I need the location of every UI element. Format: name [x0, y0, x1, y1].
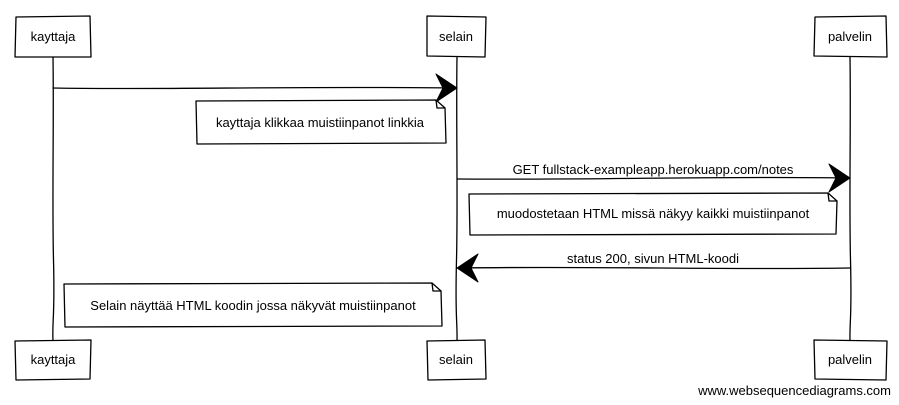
note-server-builds-text: muodostetaan HTML missä näkyy kaikki mui… [497, 206, 810, 221]
lifeline-kayttaja [52, 56, 55, 342]
arrow-selain-to-palvelin [456, 176, 846, 180]
participant-top-selain: selain [426, 15, 487, 58]
note-user-clicks: kayttaja klikkaa muistiinpanot linkkia [195, 99, 447, 145]
footer-credit: www.websequencediagrams.com [697, 383, 891, 398]
participant-top-kayttaja-label: kayttaja [31, 29, 77, 44]
message-get-notes-label: GET fullstack-exampleapp.herokuapp.com/n… [513, 162, 794, 177]
note-server-builds: muodostetaan HTML missä näkyy kaikki mui… [468, 192, 838, 236]
participant-bottom-palvelin-label: palvelin [828, 352, 872, 367]
arrowhead-selain-to-palvelin [828, 163, 851, 193]
message-status-label: status 200, sivun HTML-koodi [567, 251, 739, 266]
participant-bottom-kayttaja: kayttaja [14, 339, 92, 381]
note-browser-shows: Selain näyttää HTML koodin jossa näkyvät… [63, 282, 443, 328]
arrow-palvelin-to-selain [461, 266, 851, 270]
note-browser-shows-text: Selain näyttää HTML koodin jossa näkyvät… [90, 298, 416, 313]
participant-bottom-kayttaja-label: kayttaja [31, 352, 77, 367]
participant-bottom-palvelin: palvelin [813, 339, 888, 381]
participant-bottom-selain: selain [426, 339, 487, 381]
participant-bottom-selain-label: selain [439, 352, 473, 367]
participant-top-kayttaja: kayttaja [14, 15, 92, 58]
arrow-kayttaja-to-selain [52, 86, 453, 90]
participant-top-palvelin-label: palvelin [828, 29, 872, 44]
lifeline-selain [455, 56, 458, 342]
lifeline-palvelin [849, 56, 852, 342]
participant-top-palvelin: palvelin [813, 15, 888, 58]
arrowhead-palvelin-to-selain [456, 253, 479, 283]
participant-top-selain-label: selain [439, 29, 473, 44]
note-user-clicks-text: kayttaja klikkaa muistiinpanot linkkia [216, 115, 425, 130]
